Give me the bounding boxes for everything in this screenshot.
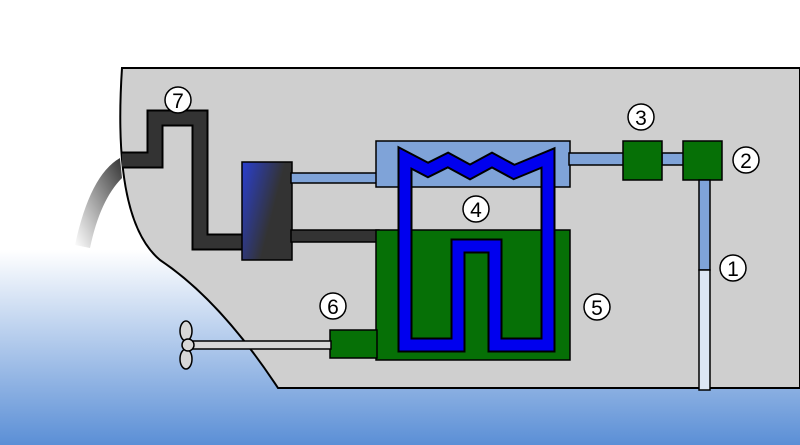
callout-6-label: 6 (327, 296, 339, 319)
callout-5-label: 5 (591, 297, 603, 320)
callout-7: 7 (164, 86, 192, 114)
callout-7-label: 7 (172, 90, 184, 113)
intake-pipe-lower (698, 269, 711, 391)
steam-line (290, 172, 380, 184)
callout-5: 5 (583, 293, 611, 321)
feed-pipe-mid (661, 152, 685, 166)
exhaust-duct-fill (122, 111, 245, 249)
pump-2 (682, 140, 723, 181)
callout-3-label: 3 (635, 107, 647, 130)
callout-6: 6 (319, 292, 347, 320)
turbine-block (241, 161, 293, 261)
intake-pipe-upper (698, 179, 711, 271)
propeller-shaft (189, 340, 332, 350)
callout-2: 2 (732, 146, 760, 174)
callout-2-label: 2 (740, 150, 752, 173)
callout-1: 1 (719, 254, 747, 282)
feed-pipe-left (568, 152, 626, 166)
exhaust-plume (75, 158, 122, 248)
primary-loop (399, 148, 554, 351)
callout-4-label: 4 (470, 199, 482, 222)
callout-3: 3 (627, 103, 655, 131)
callout-1-label: 1 (727, 258, 739, 281)
propeller (179, 320, 195, 370)
turbine-output-duct (290, 229, 380, 243)
gearbox-6 (329, 329, 378, 359)
pump-3 (622, 140, 663, 181)
callout-4: 4 (462, 195, 490, 223)
